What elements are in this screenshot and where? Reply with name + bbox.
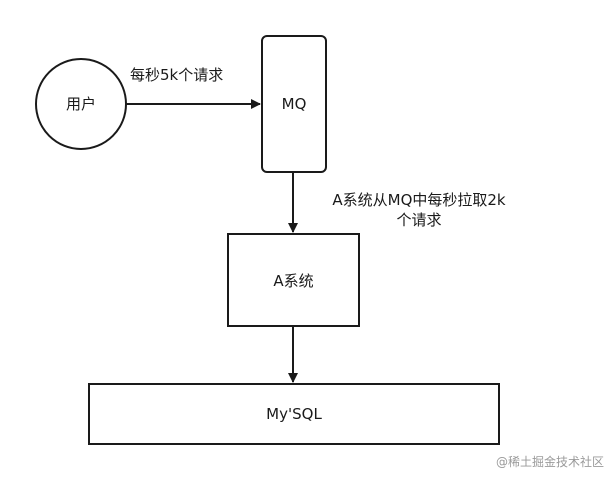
mq-label: MQ [281,95,307,113]
edge-label-user-to-mq: 每秒5k个请求 [130,66,224,84]
watermark-text: @稀土掘金技术社区 [495,455,604,469]
user-label: 用户 [65,95,96,113]
mysql-node [88,383,500,445]
system-a-label: A系统 [273,272,314,290]
mysql-label: My'SQL [266,405,322,423]
edge-label-mq-to-a-line1: A系统从MQ中每秒拉取2k [332,191,506,209]
edge-label-mq-to-a-line2: 个请求 [396,211,442,229]
